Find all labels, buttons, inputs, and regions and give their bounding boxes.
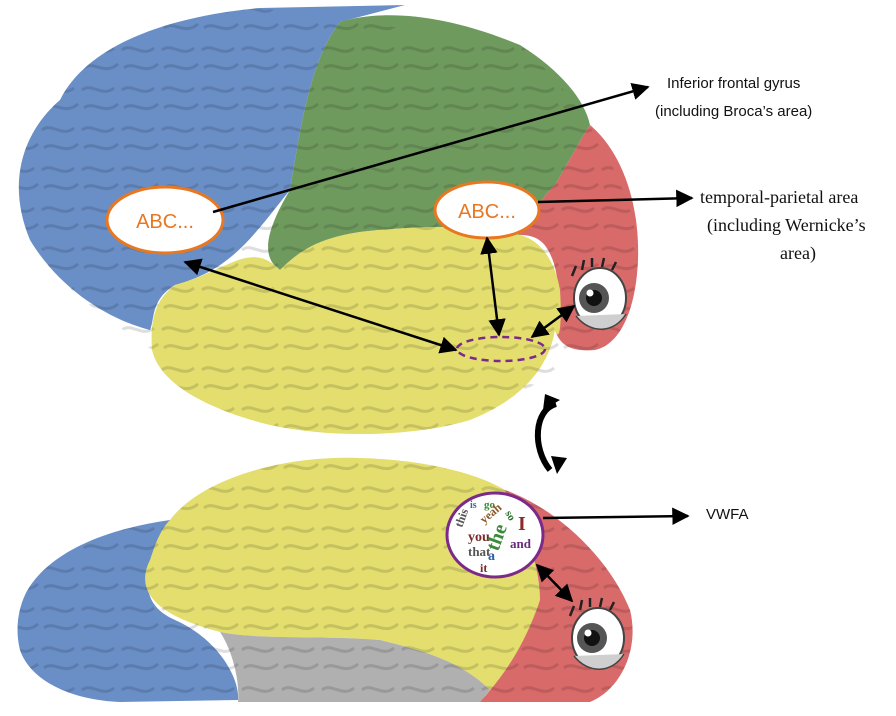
wernicke-abc-text: ABC... <box>458 201 516 223</box>
vwfa-label-arrow <box>542 507 690 525</box>
wernicke-label-line2: (including Wernicke’s <box>707 215 866 235</box>
rotate-arrow-icon <box>535 394 567 474</box>
word-cloud-word: and <box>510 536 532 551</box>
wernicke-label-line1: temporal-parietal area <box>700 187 859 207</box>
word-cloud-word: go <box>484 499 496 511</box>
word-cloud-word: I <box>518 513 526 535</box>
broca-label-line2: (including Broca’s area) <box>655 103 813 120</box>
wernicke-vwfa-arrow <box>480 236 506 337</box>
broca-vwfa-arrow <box>183 258 458 354</box>
broca-label-arrow <box>212 82 650 214</box>
eye-icon <box>568 597 625 670</box>
broca-abc-text: ABC... <box>136 211 194 233</box>
vwfa-label: VWFA <box>706 506 749 523</box>
eye-vwfa-arrow-top <box>530 304 576 339</box>
vwfa-word-cloud-ring <box>445 491 545 579</box>
bottom-brain <box>17 457 633 702</box>
eye-icon <box>570 257 627 330</box>
broca-abc-bubble <box>105 185 225 255</box>
word-cloud-word: that <box>468 544 491 559</box>
word-cloud-word: is <box>470 500 477 511</box>
wernicke-label-line3: area) <box>780 243 816 263</box>
eye-vwfa-arrow-bottom <box>535 563 574 603</box>
word-cloud-word: it <box>480 561 487 575</box>
vwfa-dashed-region <box>455 335 547 363</box>
wernicke-label-arrow <box>537 189 694 208</box>
word-cloud-word: a <box>488 549 495 564</box>
word-cloud-word: you <box>468 530 490 545</box>
word-cloud-word: this <box>452 506 472 529</box>
broca-label-line1: Inferior frontal gyrus <box>667 75 801 92</box>
